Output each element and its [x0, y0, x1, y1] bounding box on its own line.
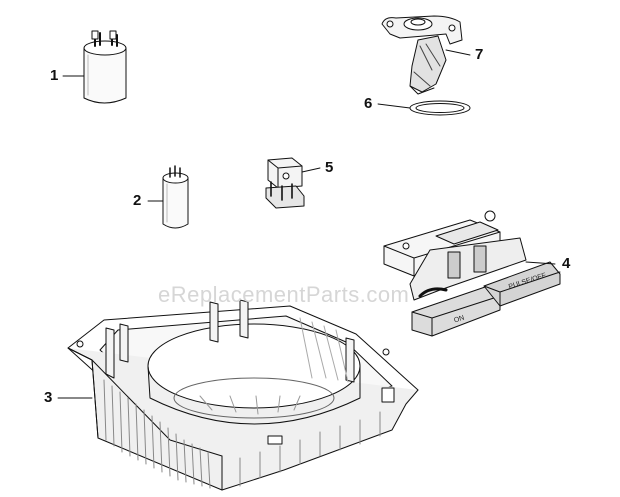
leader-line-5 [301, 167, 321, 173]
relay-icon [265, 157, 305, 209]
callout-4: 4 [562, 255, 571, 272]
gasket-icon [409, 100, 471, 116]
callout-5: 5 [325, 159, 334, 176]
capacitor-large-icon [83, 30, 127, 104]
leader-lines [57, 49, 556, 399]
callout-1: 1 [50, 67, 59, 84]
callout-7: 7 [475, 46, 484, 63]
leader-line-4 [525, 261, 556, 265]
coupler-bracket-icon [381, 15, 463, 95]
callout-3: 3 [44, 389, 53, 406]
callout-2: 2 [133, 192, 142, 209]
capacitor-small-icon [162, 165, 189, 229]
switch-assembly-icon [383, 210, 561, 337]
watermark-text: eReplacementParts.com [158, 282, 410, 307]
leader-line-6 [377, 103, 411, 109]
leader-line-7 [445, 49, 471, 56]
callout-6: 6 [364, 95, 373, 112]
base-housing-icon [67, 299, 419, 491]
